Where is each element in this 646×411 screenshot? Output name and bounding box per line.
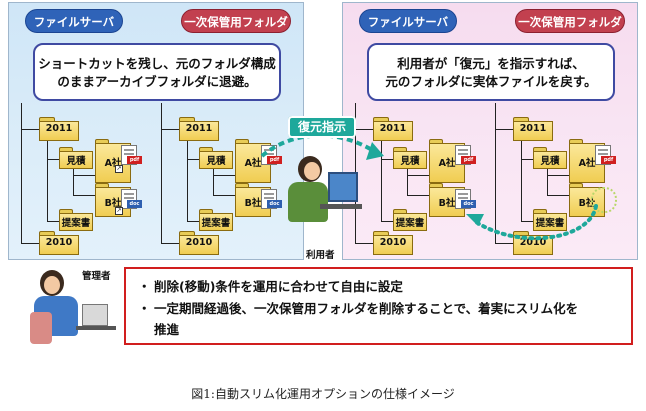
folder-estimate: 見積 bbox=[533, 147, 567, 169]
folder-2010: 2010 bbox=[179, 231, 219, 255]
shortcut-icon: ↗ bbox=[115, 165, 123, 173]
folder-2011: 2011 bbox=[39, 117, 79, 141]
temp-folder-pill: 一次保管用フォルダ bbox=[181, 9, 291, 33]
temp-folder-pill: 一次保管用フォルダ bbox=[515, 9, 625, 33]
left-message-line1: ショートカットを残し、元のフォルダ構成 bbox=[38, 56, 276, 71]
moved-file-placeholder-icon bbox=[591, 187, 617, 213]
folder-estimate: 見積 bbox=[199, 147, 233, 169]
file-server-pill: ファイルサーバ bbox=[25, 9, 123, 33]
folder-estimate: 見積 bbox=[393, 147, 427, 169]
admin-figure bbox=[28, 264, 120, 348]
left-panel: ファイルサーバ 一次保管用フォルダ ショートカットを残し、元のフォルダ構成 のま… bbox=[8, 2, 304, 260]
restore-instruction-label: 復元指示 bbox=[288, 116, 356, 138]
figure-caption: 図1:自動スリム化運用オプションの仕様イメージ bbox=[191, 387, 455, 401]
folder-estimate: 見積 bbox=[59, 147, 93, 169]
pdf-doc-icon: pdf bbox=[595, 145, 616, 165]
folder-2010: 2010 bbox=[373, 231, 413, 255]
pdf-doc-icon: pdf bbox=[121, 145, 142, 165]
folder-2011: 2011 bbox=[513, 117, 553, 141]
folder-2011: 2011 bbox=[373, 117, 413, 141]
shortcut-icon: ↗ bbox=[115, 207, 123, 215]
info-box: ・削除(移動)条件を運用に合わせて自由に設定 ・一定期間経過後、一次保管用フォル… bbox=[124, 267, 633, 345]
folder-proposal: 提案書 bbox=[199, 209, 233, 231]
right-message-line1: 利用者が「復元」を指示すれば、 bbox=[397, 56, 585, 71]
doc-doc-icon: doc bbox=[455, 189, 476, 209]
temp-tree: 2011 見積 A社 pdf B社 doc 提案書 2010 bbox=[157, 103, 297, 258]
left-message: ショートカットを残し、元のフォルダ構成 のままアーカイブフォルダに退避。 bbox=[33, 43, 281, 101]
monitor-icon bbox=[328, 172, 358, 202]
right-message: 利用者が「復元」を指示すれば、 元のフォルダに実体ファイルを戻す。 bbox=[367, 43, 615, 101]
laptop-icon bbox=[82, 304, 108, 326]
temp-tree: 2011 見積 A社 pdf B社 提案書 2010 bbox=[491, 103, 631, 258]
user-label: 利用者 bbox=[306, 250, 335, 261]
folder-proposal: 提案書 bbox=[533, 209, 567, 231]
admin-label: 管理者 bbox=[82, 271, 111, 282]
right-message-line2: 元のフォルダに実体ファイルを戻す。 bbox=[385, 74, 597, 89]
server-tree: 2011 見積 A社 pdf ↗ B社 doc ↗ 提案書 2010 bbox=[17, 103, 157, 258]
restore-arrow-head bbox=[366, 142, 384, 160]
pdf-doc-icon: pdf bbox=[455, 145, 476, 165]
file-server-pill: ファイルサーバ bbox=[359, 9, 457, 33]
restore-arrow-curve bbox=[260, 133, 374, 158]
file-return-arrow bbox=[474, 204, 598, 241]
right-panel: ファイルサーバ 一次保管用フォルダ 利用者が「復元」を指示すれば、 元のフォルダ… bbox=[342, 2, 638, 260]
folder-2010: 2010 bbox=[513, 231, 553, 255]
folder-proposal: 提案書 bbox=[393, 209, 427, 231]
server-tree: 2011 見積 A社 pdf B社 doc 提案書 2010 bbox=[351, 103, 491, 258]
doc-doc-icon: doc bbox=[261, 189, 282, 209]
folder-2011: 2011 bbox=[179, 117, 219, 141]
file-return-arrow-head bbox=[466, 214, 484, 226]
folder-proposal: 提案書 bbox=[59, 209, 93, 231]
folder-2010: 2010 bbox=[39, 231, 79, 255]
user-figure bbox=[280, 150, 362, 250]
doc-doc-icon: doc bbox=[121, 189, 142, 209]
left-message-line2: のままアーカイブフォルダに退避。 bbox=[57, 74, 257, 89]
